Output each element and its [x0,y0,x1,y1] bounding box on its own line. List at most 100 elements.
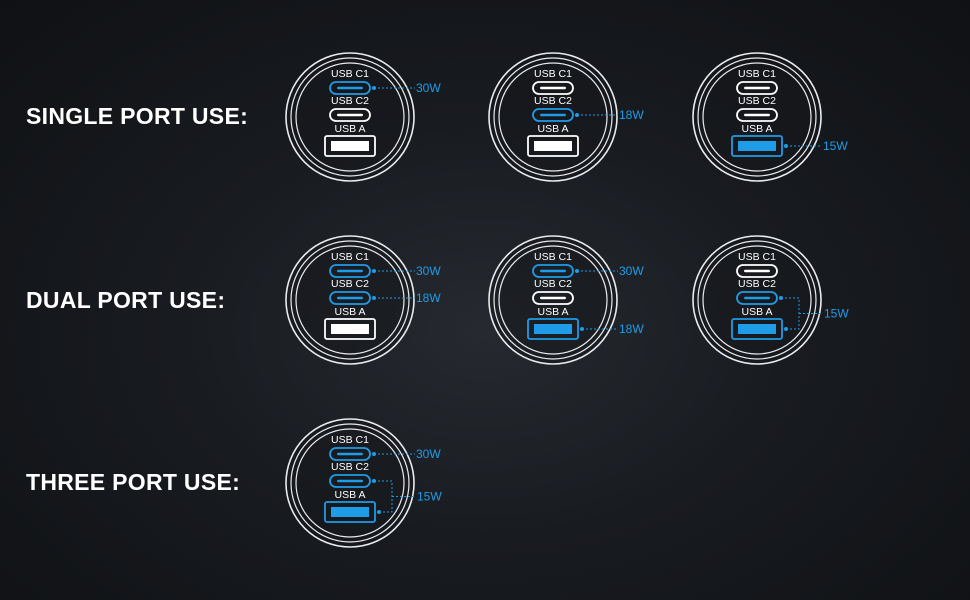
port-label-a: USB A [335,123,366,135]
port-label-c2: USB C2 [331,461,369,473]
middle-ring [493,57,613,177]
port-label-c1: USB C1 [738,68,776,80]
inner-ring [295,62,405,172]
charger-device: USB C1 USB C2 USB A 30W 15W [285,418,442,548]
inner-ring [295,245,405,355]
outer-ring [285,418,415,548]
inner-ring [498,62,608,172]
single-port-use-label: SINGLE PORT USE: [26,103,249,129]
wattage-label: 15W [823,139,848,153]
usb-c1-port [329,81,371,95]
port-label-c1: USB C1 [331,434,369,446]
usb-c2-tongue [744,113,770,117]
usb-c2-tongue [337,296,363,300]
usb-c2-tongue [540,113,566,117]
usb-c1-tongue [540,269,566,273]
port-label-c1: USB C1 [331,68,369,80]
middle-ring [290,240,410,360]
outer-ring [488,235,618,365]
usb-c2-port [329,474,371,488]
usb-a-tongue [534,141,572,151]
port-label-a: USB A [742,306,773,318]
middle-ring [697,240,817,360]
usb-c2-tongue [337,479,363,483]
wattage-label: 30W [416,264,441,278]
outer-ring [692,235,822,365]
usb-a-port [324,135,376,157]
port-label-c2: USB C2 [534,95,572,107]
usb-c1-tongue [337,86,363,90]
usb-c1-tongue [337,452,363,456]
port-label-c1: USB C1 [534,251,572,263]
usb-c2-tongue [540,296,566,300]
usb-c1-port [736,264,778,278]
dual-port-use-label: DUAL PORT USE: [26,287,226,313]
usb-a-tongue [738,324,776,334]
port-label-c2: USB C2 [331,278,369,290]
middle-ring [290,423,410,543]
inner-ring [498,245,608,355]
charger-device: USB C1 USB C2 USB A 30W [285,52,441,182]
port-label-c1: USB C1 [534,68,572,80]
wattage-label: 30W [416,81,441,95]
port-label-c2: USB C2 [534,278,572,290]
port-label-c2: USB C2 [738,278,776,290]
usb-c2-port [736,108,778,122]
wattage-label: 30W [416,447,441,461]
usb-a-port [731,318,783,340]
usb-c1-tongue [744,269,770,273]
three-port-use-label: THREE PORT USE: [26,469,241,495]
usb-c2-port [736,291,778,305]
usb-c2-port [532,108,574,122]
charger-device: USB C1 USB C2 USB A 30W 18W [285,235,441,365]
port-label-a: USB A [335,489,366,501]
inner-ring [702,62,812,172]
usb-c2-port [329,108,371,122]
middle-ring [493,240,613,360]
port-label-c2: USB C2 [738,95,776,107]
wattage-label: 30W [619,264,644,278]
middle-ring [290,57,410,177]
usb-c1-tongue [744,86,770,90]
port-label-a: USB A [538,123,569,135]
usb-a-port [731,135,783,157]
inner-ring [702,245,812,355]
middle-ring [697,57,817,177]
usb-a-tongue [331,507,369,517]
usb-a-port [527,318,579,340]
port-label-c1: USB C1 [331,251,369,263]
usb-c1-port [532,264,574,278]
charger-device: USB C1 USB C2 USB A 30W 18W [488,235,644,365]
usb-c1-port [532,81,574,95]
usb-c2-port [532,291,574,305]
usb-a-port [527,135,579,157]
port-label-c1: USB C1 [738,251,776,263]
outer-ring [285,52,415,182]
usb-c1-tongue [540,86,566,90]
usb-c2-tongue [744,296,770,300]
usb-a-port [324,501,376,523]
wattage-label: 18W [619,108,644,122]
outer-ring [488,52,618,182]
usb-a-tongue [331,324,369,334]
outer-ring [692,52,822,182]
outer-ring [285,235,415,365]
usb-c1-port [329,264,371,278]
port-label-a: USB A [538,306,569,318]
inner-ring [295,428,405,538]
charger-device: USB C1 USB C2 USB A 18W [488,52,644,182]
wattage-label: 18W [619,322,644,336]
usb-c2-tongue [337,113,363,117]
usb-c1-tongue [337,269,363,273]
usb-c2-port [329,291,371,305]
wattage-label: 18W [416,291,441,305]
usb-a-tongue [331,141,369,151]
usb-c1-port [736,81,778,95]
port-label-c2: USB C2 [331,95,369,107]
port-label-a: USB A [335,306,366,318]
wattage-label: 15W [417,490,442,504]
